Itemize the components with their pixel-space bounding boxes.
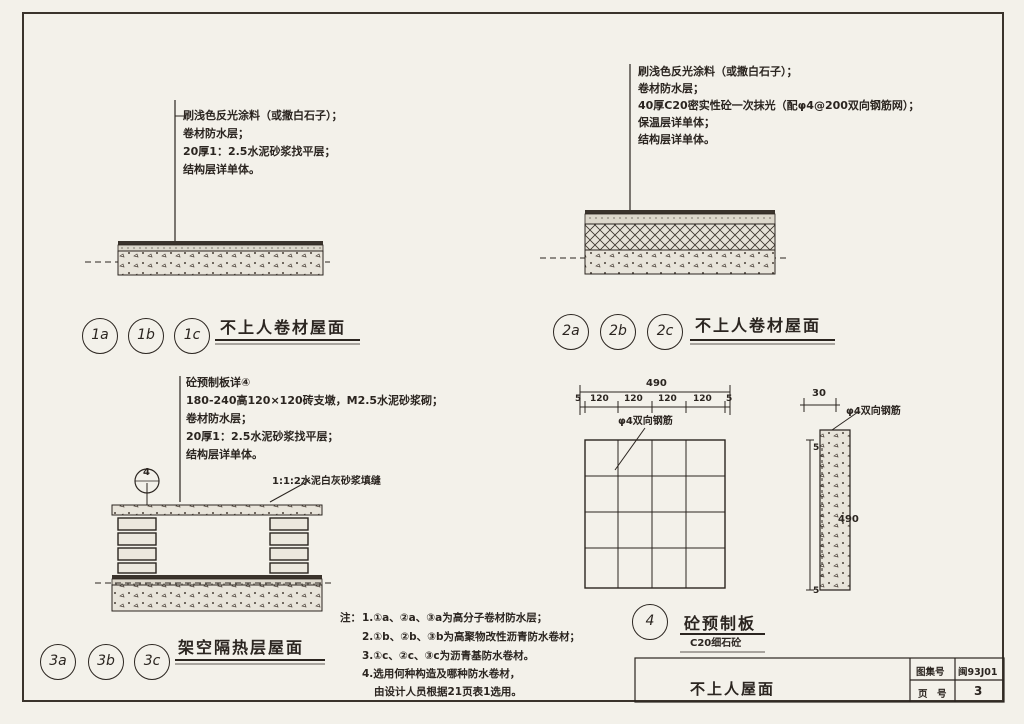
footnote-5: 由设计人员根据21页表1选用。 bbox=[374, 686, 522, 698]
detail3-title: 架空隔热层屋面 bbox=[178, 638, 305, 657]
detail4-subtitle: C20细石砼 bbox=[690, 638, 742, 649]
detail1-section bbox=[85, 100, 330, 276]
atlas-label: 图集号 bbox=[916, 667, 945, 678]
marker-2a: 2a bbox=[553, 314, 589, 350]
detail3-note-1: 砼预制板详④ bbox=[186, 376, 251, 389]
side-thickness: 30 bbox=[812, 388, 826, 399]
detail3-note-2: 180-240高120×120砖支墩，M2.5水泥砂浆砌； bbox=[186, 394, 444, 407]
footnote-2: 2.①b、②b、③b为高聚物改性沥青防水卷材； bbox=[362, 631, 581, 643]
slab-dim-part-2: 120 bbox=[590, 394, 609, 404]
footnote-3: 3.①c、②c、③c为沥青基防水卷材。 bbox=[362, 650, 535, 662]
detail3-note-5: 结构层详单体。 bbox=[186, 448, 263, 461]
drawing-title: 不上人屋面 bbox=[690, 680, 776, 698]
marker-3a: 3a bbox=[40, 644, 76, 680]
footnote-label: 注： bbox=[340, 612, 361, 624]
marker-3c: 3c bbox=[134, 644, 170, 680]
atlas-value: 闽93J01 bbox=[958, 667, 998, 678]
detail1-note-1: 刷浅色反光涂料（或撒白石子）； bbox=[183, 109, 343, 122]
detail2-title: 不上人卷材屋面 bbox=[695, 316, 822, 335]
footnote-1: 1.①a、②a、③a为高分子卷材防水层； bbox=[362, 612, 548, 624]
marker-1a: 1a bbox=[82, 318, 118, 354]
detail2-section bbox=[540, 64, 790, 275]
detail1-title: 不上人卷材屋面 bbox=[220, 318, 347, 337]
slab-rebar-note: φ4双向钢筋 bbox=[618, 416, 673, 427]
marker-3b: 3b bbox=[88, 644, 124, 680]
detail3-mortar-note: 1:1:2水泥白灰砂浆填缝 bbox=[272, 476, 381, 487]
detail3-ref-marker: 4 bbox=[143, 467, 150, 478]
marker-2b: 2b bbox=[600, 314, 636, 350]
marker-4: 4 bbox=[632, 604, 668, 640]
side-height: 490 bbox=[838, 514, 859, 525]
detail2-note-2: 卷材防水层； bbox=[638, 82, 704, 95]
detail1-note-2: 卷材防水层； bbox=[183, 127, 249, 140]
detail2-note-1: 刷浅色反光涂料（或撒白石子）； bbox=[638, 65, 798, 78]
marker-2c: 2c bbox=[647, 314, 683, 350]
detail4-title: 砼预制板 bbox=[684, 614, 757, 633]
drawing-frame bbox=[22, 12, 1004, 702]
detail2-note-4: 保温层详单体； bbox=[638, 116, 715, 129]
slab-dim-part-1: 5 bbox=[575, 394, 582, 404]
slab-dim-part-3: 120 bbox=[624, 394, 643, 404]
detail3-section bbox=[95, 376, 335, 612]
marker-1c: 1c bbox=[174, 318, 210, 354]
marker-1b: 1b bbox=[128, 318, 164, 354]
side-dim-top: 5 bbox=[813, 443, 820, 453]
title-block-grid bbox=[634, 657, 1005, 703]
slab-dim-part-6: 5 bbox=[726, 394, 733, 404]
detail4-plan bbox=[579, 385, 731, 589]
title-underlines bbox=[175, 339, 835, 665]
page-label: 页 号 bbox=[918, 689, 947, 700]
detail3-note-4: 20厚1：2.5水泥砂浆找平层； bbox=[186, 430, 339, 443]
slab-dim-total: 490 bbox=[646, 378, 667, 389]
detail4-side bbox=[800, 398, 859, 591]
detail3-note-3: 卷材防水层； bbox=[186, 412, 252, 425]
footnote-4: 4.选用何种构造及哪种防水卷材， bbox=[362, 668, 521, 680]
detail1-note-4: 结构层详单体。 bbox=[183, 163, 260, 176]
detail1-note-3: 20厚1：2.5水泥砂浆找平层； bbox=[183, 145, 336, 158]
slab-dim-part-5: 120 bbox=[693, 394, 712, 404]
detail2-note-3: 40厚C20密实性砼一次抹光（配φ4@200双向钢筋网）； bbox=[638, 99, 920, 112]
side-dim-bottom: 5 bbox=[813, 586, 820, 596]
slab-dim-part-4: 120 bbox=[658, 394, 677, 404]
detail2-note-5: 结构层详单体。 bbox=[638, 133, 715, 146]
page-number: 3 bbox=[974, 684, 983, 698]
side-rebar-note: φ4双向钢筋 bbox=[846, 406, 901, 417]
